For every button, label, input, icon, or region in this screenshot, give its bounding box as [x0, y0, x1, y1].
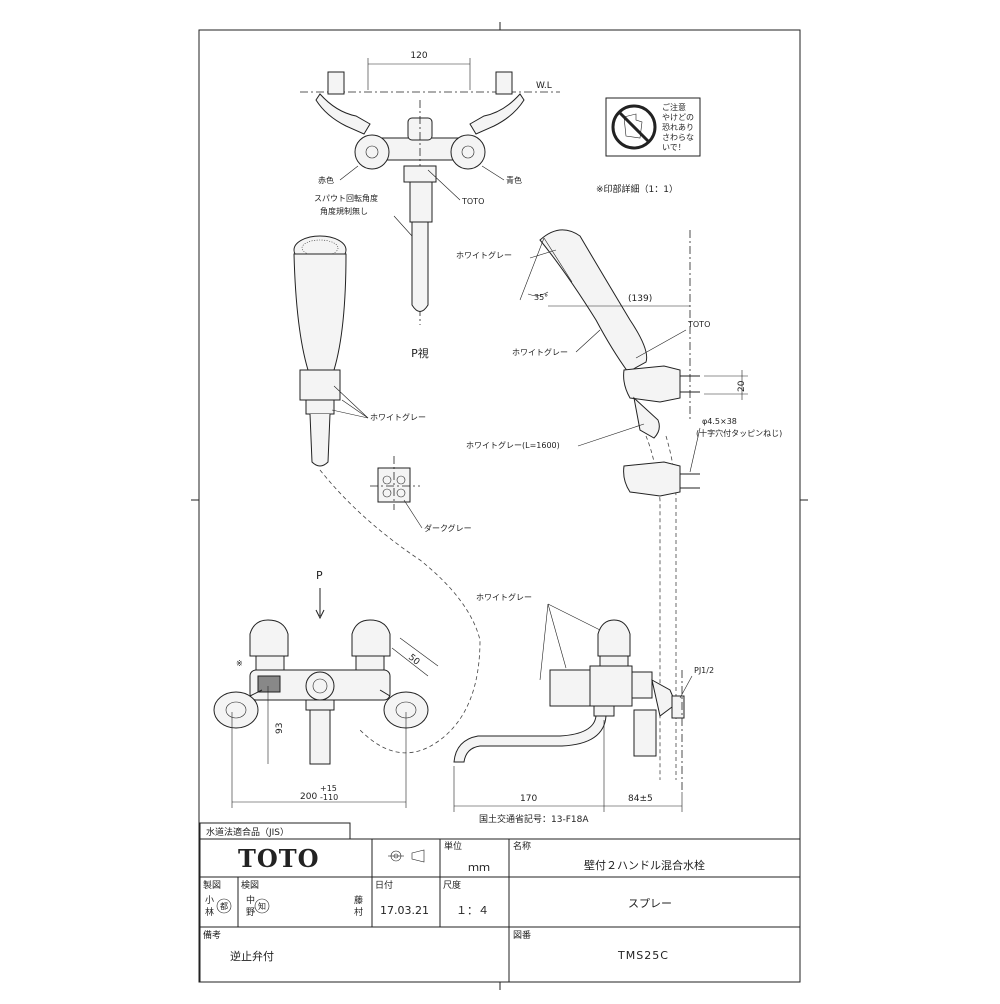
drafter-stamp — [216, 898, 232, 914]
white-grey-label-lower: ホワイトグレー — [476, 592, 532, 602]
date-label: 日付 — [375, 880, 393, 891]
checker-name-2: 野 — [246, 907, 255, 918]
dark-grey-label: ダークグレー — [424, 523, 472, 533]
print-detail: ご注意 やけどの 恐れあり さわらな いで！ ※印部詳細（1：1） — [596, 97, 701, 195]
drafter-stamp-text: 都 — [220, 902, 228, 911]
product-name: 壁付２ハンドル混合水栓 — [584, 858, 705, 872]
p-arrow-label: P — [316, 569, 323, 582]
checker-stamp-text: 知 — [258, 901, 266, 911]
tol-minus: -110 — [320, 793, 338, 802]
dim-50: 50 — [406, 653, 421, 668]
drafter-name-2: 林 — [205, 906, 214, 918]
checker2-name-1: 藤 — [354, 894, 363, 906]
remarks-value: 逆止弁付 — [230, 949, 274, 963]
drafter-name-1: 小 — [205, 895, 214, 906]
caution-line-2: やけどの — [662, 113, 694, 122]
remarks-label: 備考 — [203, 929, 221, 941]
unit-value: ｍｍ — [468, 861, 490, 874]
hose-label: ホワイトグレー(L=1600) — [466, 440, 560, 450]
white-grey-label-side-1: ホワイトグレー — [456, 250, 512, 260]
white-grey-label-front: ホワイトグレー — [370, 412, 426, 422]
red-color-label: 赤色 — [318, 175, 334, 185]
angle-35-label: 35° — [534, 293, 548, 302]
cold-handle-front — [351, 619, 391, 657]
dim-139: (139) — [628, 294, 652, 304]
pipe-spec-label: PJ1/2 — [694, 666, 714, 675]
cold-handle — [450, 134, 486, 170]
scale-value: １：４ — [456, 904, 489, 917]
drawing-no-value: TMS25C — [617, 949, 669, 962]
spout-side — [453, 715, 607, 763]
spout-note-1: スパウト回転角度 — [314, 193, 378, 203]
screw-spec-1: φ4.5×38 — [702, 417, 737, 426]
checker-stamp — [254, 898, 270, 914]
print-detail-title: ※印部詳細（1：1） — [596, 183, 678, 195]
drawing-no-label: 図番 — [513, 929, 531, 941]
checker-name-1: 中 — [246, 894, 255, 906]
caution-line-3: 恐れあり — [662, 123, 694, 132]
screw-spec-2: (十字穴付タッピンねじ) — [696, 428, 782, 438]
title-block: 水道法適合品（JIS） TOTO 単位 ｍｍ 名称 壁付２ハンドル混合水栓 製図… — [199, 822, 801, 983]
side-view: ホワイトグレー PJ1/2 170 84±5 — [453, 592, 714, 812]
spout-note-2: 角度規制無し — [320, 206, 368, 216]
blue-color-label: 青色 — [506, 175, 522, 185]
checker2-name-2: 村 — [354, 906, 363, 918]
subtitle: スプレー — [628, 897, 672, 910]
dim-84: 84±5 — [628, 794, 653, 804]
wall-holder-side — [623, 365, 681, 403]
scale-label: 尺度 — [443, 879, 461, 891]
made-label: 製図 — [203, 879, 221, 891]
caution-line-1: ご注意 — [662, 102, 686, 112]
top-view: 120 W.L 赤色 青色 TOTO スパウト回転角度 角度規制無し P視 — [300, 51, 560, 360]
toto-mark-label: TOTO — [461, 197, 484, 206]
caution-line-4: さわらな — [662, 133, 694, 142]
check-label: 検図 — [241, 879, 259, 891]
unit-label: 単位 — [444, 840, 462, 852]
dim-20: 20 — [737, 380, 747, 392]
dim-170: 170 — [520, 794, 537, 804]
white-grey-label-side-2: ホワイトグレー — [512, 347, 568, 357]
name-label: 名称 — [513, 840, 531, 852]
date-value: 17.03.21 — [380, 904, 429, 917]
dim-200: 200 — [300, 792, 317, 802]
handle-side — [597, 619, 631, 657]
water-level-label: W.L — [536, 81, 552, 91]
dim-93: 93 — [275, 723, 285, 734]
caution-line-5: いで！ — [662, 143, 686, 152]
reg-code: 国土交通省記号：13-F18A — [479, 813, 589, 825]
toto-logo: TOTO — [238, 844, 320, 873]
tol-plus: +15 — [320, 784, 337, 793]
toto-label-side: TOTO — [687, 320, 710, 329]
hot-handle — [354, 134, 390, 170]
p-view-label: P視 — [411, 346, 429, 360]
shower-side-view: 35° (139) ホワイトグレー TOTO ホワイトグレー 20 φ4.5×3… — [456, 229, 782, 780]
dim-120: 120 — [410, 51, 427, 61]
shower-front-view: ホワイトグレー ダークグレー — [293, 235, 481, 754]
water-law-label: 水道法適合品（JIS） — [206, 826, 289, 838]
hot-handle-front — [249, 619, 289, 657]
asterisk-mark: ※ — [236, 659, 243, 668]
front-view: P ※ 50 93 200 +15 -11 — [213, 569, 439, 808]
